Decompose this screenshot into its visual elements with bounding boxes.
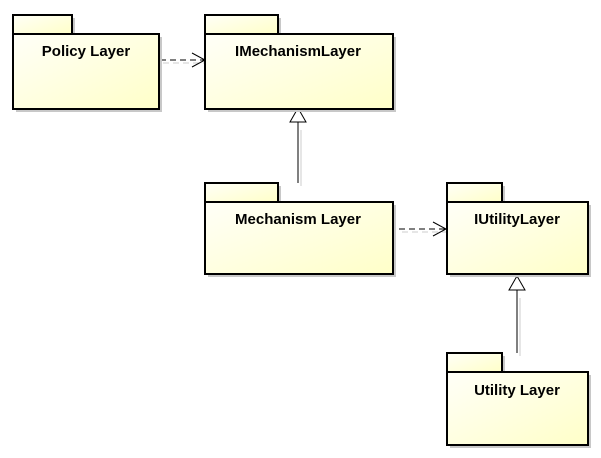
package-utility-layer[interactable]: Utility Layer bbox=[446, 352, 591, 448]
dependency-policy-to-imechanism[interactable] bbox=[160, 52, 208, 68]
generalization-mechanism-to-imechanism[interactable] bbox=[289, 106, 307, 186]
generalization-utility-to-iutility[interactable] bbox=[508, 274, 526, 356]
package-label: Mechanism Layer bbox=[235, 211, 361, 228]
package-label: IUtilityLayer bbox=[474, 211, 560, 228]
package-label: Utility Layer bbox=[474, 382, 560, 399]
package-label: IMechanismLayer bbox=[235, 43, 361, 60]
package-policy-layer[interactable]: Policy Layer bbox=[12, 14, 162, 112]
package-imechanism-layer[interactable]: IMechanismLayer bbox=[204, 14, 396, 112]
dependency-mechanism-to-iutility[interactable] bbox=[399, 221, 449, 237]
package-mechanism-layer[interactable]: Mechanism Layer bbox=[204, 182, 396, 277]
package-iutility-layer[interactable]: IUtilityLayer bbox=[446, 182, 591, 277]
connectors bbox=[160, 52, 526, 356]
package-label: Policy Layer bbox=[42, 43, 131, 60]
